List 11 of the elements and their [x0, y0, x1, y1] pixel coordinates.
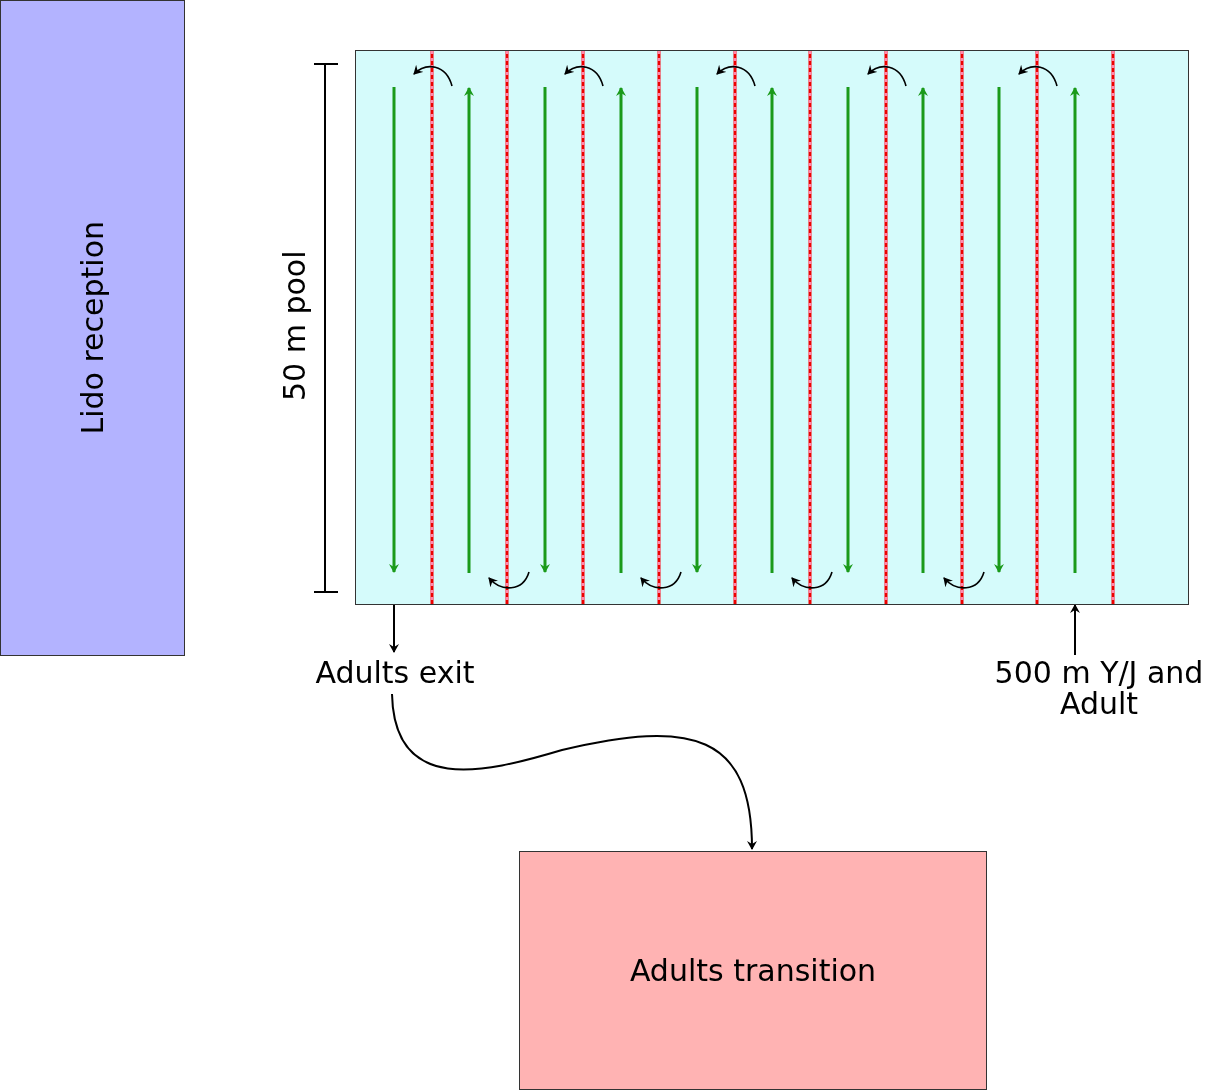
start-label: 500 m Y/J and Adult	[993, 656, 1205, 720]
box-label: Lido reception	[76, 221, 109, 435]
dimension-label: 50 m pool	[279, 249, 311, 404]
arrow	[391, 693, 757, 850]
transition-box	[519, 851, 987, 1090]
arrow	[1070, 604, 1080, 656]
box-label: Adults transition	[629, 954, 877, 987]
reception-box	[0, 0, 185, 656]
pool-box	[355, 50, 1189, 605]
exit-label: Adults exit	[315, 657, 475, 689]
arrow	[389, 604, 399, 653]
